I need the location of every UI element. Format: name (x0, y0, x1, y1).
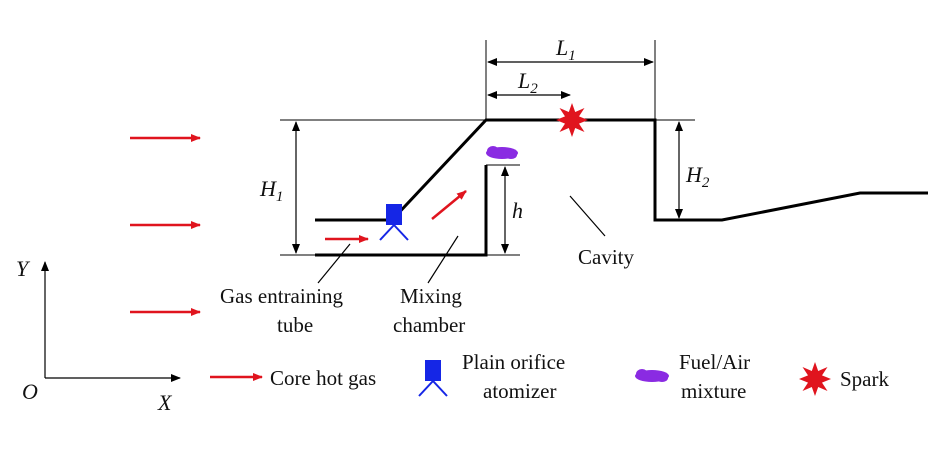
dimension-arrows (292, 58, 683, 254)
mixing-label-2: chamber (393, 313, 465, 337)
label-h2: H2 (685, 162, 710, 191)
legend-spark-label: Spark (840, 367, 889, 391)
reference-lines (280, 40, 695, 256)
upper-wall (315, 118, 928, 222)
legend-fuel-label-2: mixture (681, 379, 746, 403)
label-h: h (512, 198, 523, 223)
label-l2: L2 (517, 68, 538, 97)
spark-icon (556, 103, 588, 137)
cavity-label: Cavity (578, 245, 634, 269)
fuel-air-blob-icon (486, 146, 518, 159)
coordinate-axes (41, 261, 181, 382)
legend-spark-icon (799, 362, 831, 396)
y-axis-label: Y (16, 256, 31, 281)
mixing-flow-arrow (431, 190, 467, 220)
label-h1: H1 (259, 176, 283, 205)
origin-label: O (22, 379, 38, 404)
legend-core-gas-label: Core hot gas (270, 366, 376, 390)
legend-atomizer-label-2: atomizer (483, 379, 556, 403)
gas-tube-label-1: Gas entraining (220, 284, 344, 308)
gas-tube-label-2: tube (277, 313, 313, 337)
legend-fuel-label-1: Fuel/Air (679, 350, 750, 374)
legend-fuel-blob-icon (635, 369, 669, 382)
legend: Core hot gas Plain orifice atomizer Fuel… (210, 350, 889, 403)
x-axis-label: X (157, 390, 173, 415)
label-l1: L1 (555, 35, 576, 64)
leader-lines (317, 195, 606, 284)
combustor-wall (315, 118, 928, 257)
inflow-arrows (130, 134, 201, 316)
legend-atomizer-icon (418, 360, 448, 397)
mixing-label-1: Mixing (400, 284, 462, 308)
atomizer-icon (379, 204, 409, 241)
legend-atomizer-label-1: Plain orifice (462, 350, 565, 374)
